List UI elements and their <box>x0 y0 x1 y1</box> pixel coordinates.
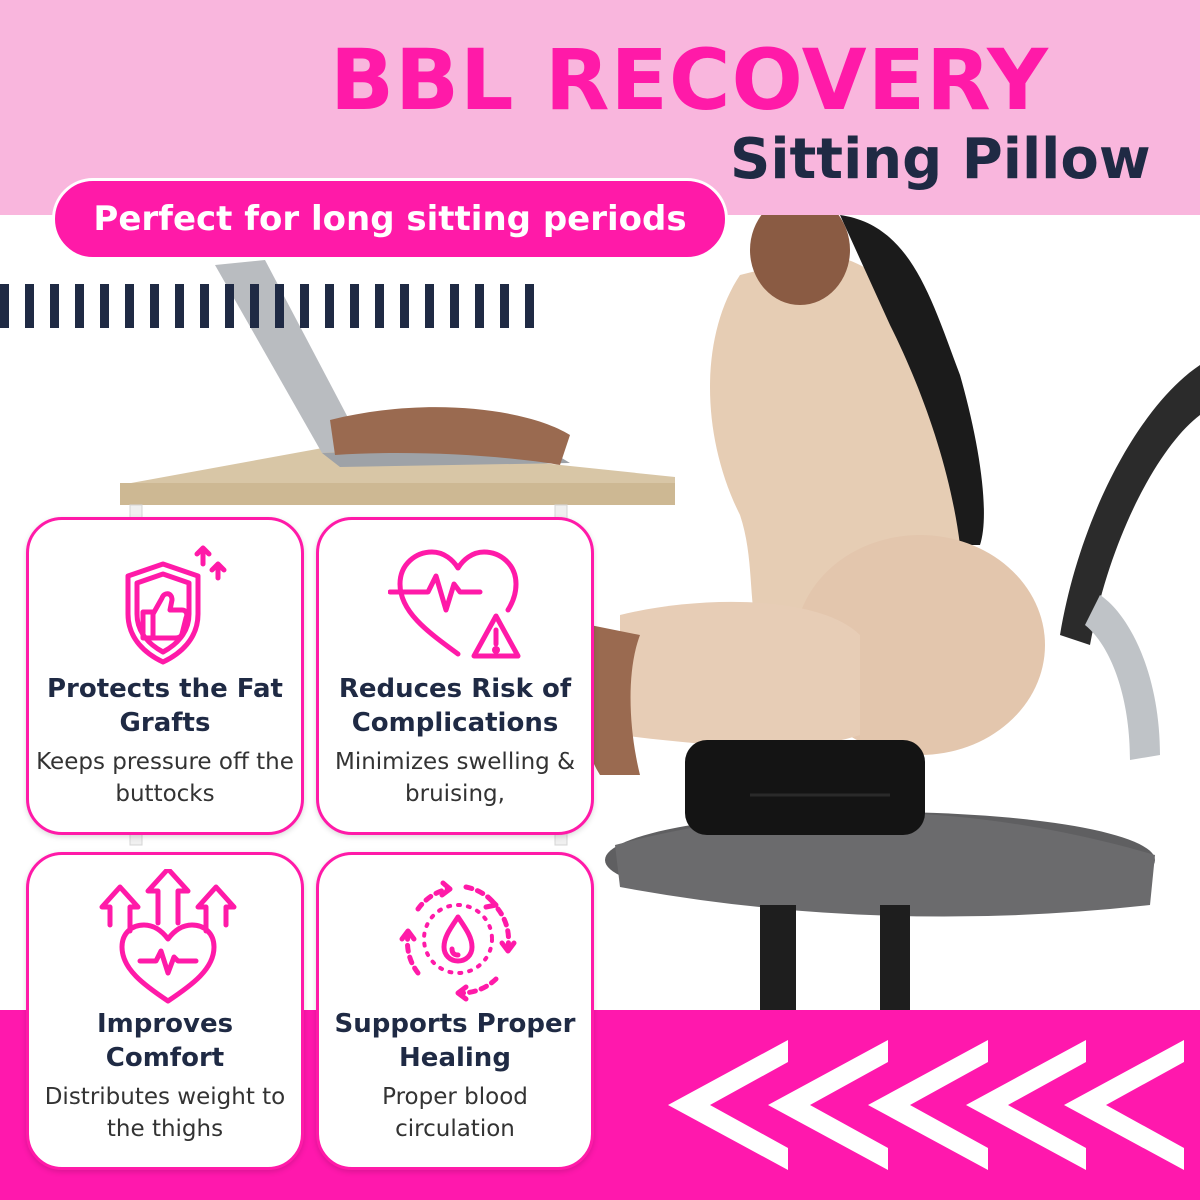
feature-title: Reduces Risk of Complications <box>338 674 572 738</box>
headline-title: BBL RECOVERY <box>330 31 1049 129</box>
feature-description: Distributes weight to the thighs <box>44 1084 286 1142</box>
stripes-pattern-icon <box>0 284 534 328</box>
shield-thumbs-up-icon <box>125 545 227 665</box>
feature-card-improves-comfort: Improves Comfort Distributes weight to t… <box>26 852 304 1170</box>
tagline-text: Perfect for long sitting periods <box>93 199 687 239</box>
feature-card-protects-grafts: Protects the Fat Grafts Keeps pressure o… <box>26 517 304 835</box>
feature-title: Supports Proper Healing <box>334 1009 576 1073</box>
feature-card-supports-healing: Supports Proper Healing Proper blood cir… <box>316 852 594 1170</box>
left-chevron-icon <box>768 1040 888 1170</box>
heart-warning-icon <box>388 549 521 659</box>
feature-title: Protects the Fat Grafts <box>46 674 283 738</box>
feature-description: Proper blood circulation <box>382 1084 528 1142</box>
feature-description: Minimizes swelling & bruising, <box>334 749 576 807</box>
tagline-pill: Perfect for long sitting periods <box>52 178 728 260</box>
left-chevron-icon <box>966 1040 1086 1170</box>
feature-description: Keeps pressure off the buttocks <box>36 749 294 807</box>
left-chevron-icon <box>868 1040 988 1170</box>
product-scene-illustration <box>120 215 1200 1010</box>
left-chevron-icon <box>668 1040 788 1170</box>
feature-card-reduces-risk: Reduces Risk of Complications Minimizes … <box>316 517 594 835</box>
blood-drop-cycle-icon <box>399 880 517 1002</box>
feature-title: Improves Comfort <box>96 1009 234 1073</box>
headline-subtitle: Sitting Pillow <box>730 127 1151 192</box>
left-chevron-icon <box>1064 1040 1184 1170</box>
heart-arrows-up-icon <box>99 869 237 1004</box>
